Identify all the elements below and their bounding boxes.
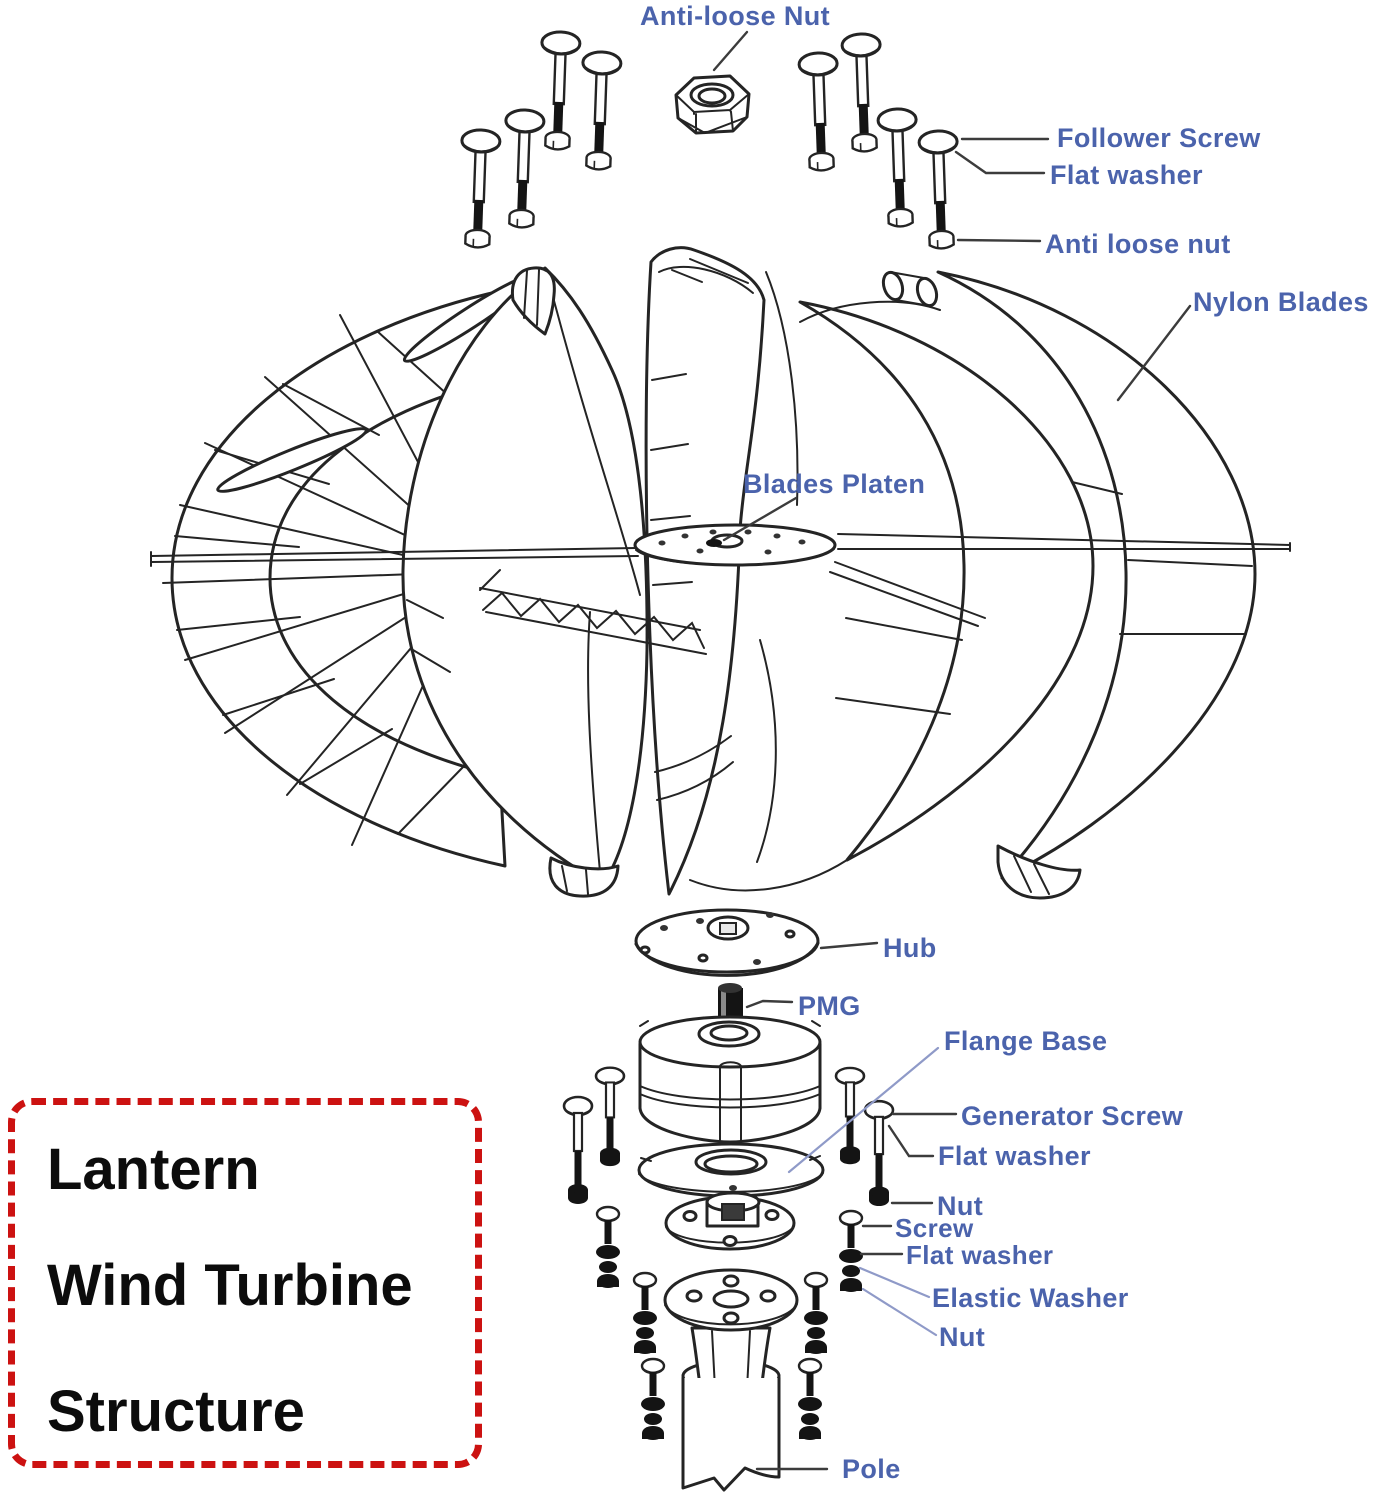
label-flange-base: Flange Base [944,1026,1108,1056]
leader-lines [712,30,1192,1471]
lantern-rotor-drawing [150,246,1291,900]
pole-drawing [681,1376,781,1492]
badge-line-1: Lantern [47,1137,260,1202]
hex-nut-drawing [674,74,751,135]
flange-base-drawing [637,1142,825,1198]
label-flat-washer-low: Flat washer [906,1240,1054,1270]
badge-line-3: Structure [47,1379,305,1444]
label-pmg: PMG [798,991,861,1021]
label-screw: Screw [895,1213,974,1243]
generator-drawing [638,983,822,1144]
label-nut-low: Nut [939,1322,986,1352]
label-blades-platen: Blades Platen [743,469,926,499]
label-flat-washer-mid: Flat washer [938,1141,1091,1171]
platen-holes [658,529,806,555]
title-badge [8,1098,482,1468]
label-nylon-blades: Nylon Blades [1193,287,1369,317]
label-anti-loose-nut-right: Anti loose nut [1045,229,1231,259]
label-hub: Hub [883,933,937,963]
label-flat-washer-top: Flat washer [1050,160,1203,190]
badge-line-2: Wind Turbine [47,1253,413,1318]
label-nut-mid: Nut [937,1191,984,1221]
label-follower-screw: Follower Screw [1057,123,1261,153]
label-anti-loose-nut-top: Anti-loose Nut [640,1,831,31]
boss-flange-drawing [664,1191,796,1251]
label-generator-screw: Generator Screw [961,1101,1184,1131]
hub-drawing [634,908,820,977]
pole-adapter-drawing [663,1268,799,1393]
fasteners-top [456,29,963,251]
label-pole: Pole [842,1454,901,1484]
label-elastic-washer: Elastic Washer [932,1283,1129,1313]
